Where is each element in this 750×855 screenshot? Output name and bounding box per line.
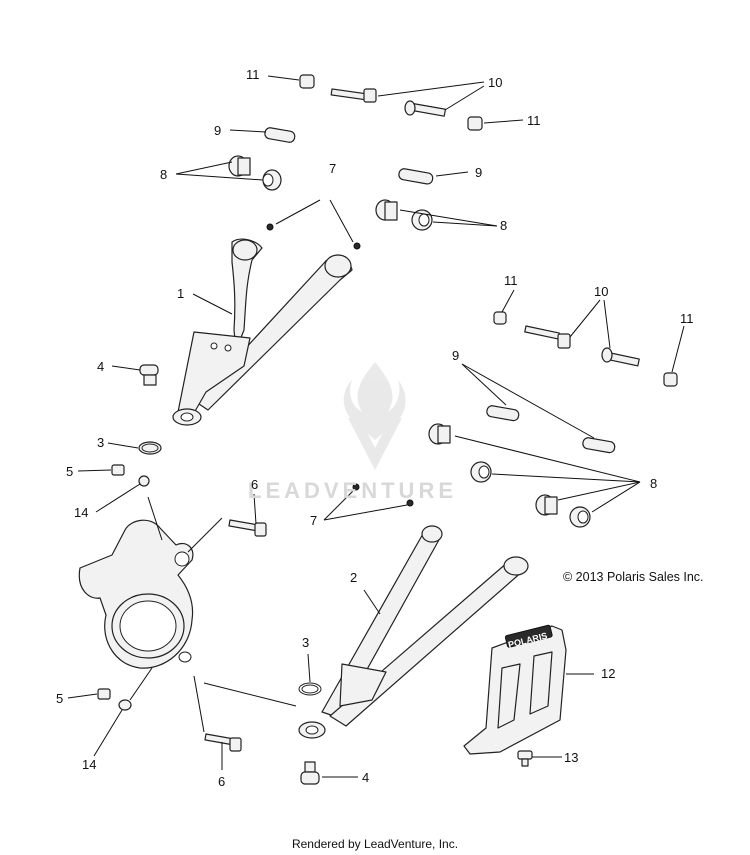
callout-13: 13 bbox=[564, 750, 579, 765]
callout-9: 9 bbox=[214, 123, 222, 138]
lower-a-arm-2 bbox=[298, 525, 529, 739]
bolt-10-mid-a bbox=[524, 325, 571, 349]
nut-11-mid-right bbox=[663, 372, 678, 387]
bolt-10-upper-b bbox=[404, 100, 447, 117]
callout-10: 10 bbox=[488, 75, 503, 90]
callout-9: 9 bbox=[475, 165, 483, 180]
callout-11: 11 bbox=[246, 67, 260, 82]
bushing-8-lower-b bbox=[470, 461, 492, 483]
callout-5: 5 bbox=[66, 464, 74, 479]
callout-5: 5 bbox=[56, 691, 64, 706]
nut-11-mid-left bbox=[493, 311, 507, 325]
callout-11: 11 bbox=[504, 273, 518, 288]
callout-6: 6 bbox=[251, 477, 259, 492]
bushing-8-lower-a bbox=[428, 423, 451, 445]
callout-7: 7 bbox=[329, 161, 337, 176]
callout-1: 1 bbox=[177, 286, 185, 301]
bolt-10-upper-a bbox=[330, 88, 377, 103]
bolt-10-mid-b bbox=[601, 347, 640, 367]
callout-6: 6 bbox=[218, 774, 226, 789]
sleeve-9-lower-a bbox=[486, 405, 520, 422]
callout-8: 8 bbox=[650, 476, 658, 491]
upper-a-arm-1 bbox=[172, 238, 353, 426]
callout-3: 3 bbox=[302, 635, 310, 650]
sleeve-9-upper-left bbox=[264, 127, 296, 143]
callout-12: 12 bbox=[601, 666, 616, 681]
bushing-8-upper-a bbox=[228, 155, 251, 177]
grease-fitting-7-c bbox=[352, 483, 360, 491]
callout-4: 4 bbox=[97, 359, 105, 374]
washer-14-upper bbox=[138, 475, 150, 487]
bolt-6-upper bbox=[228, 519, 267, 537]
nut-5-lower bbox=[97, 688, 111, 700]
ball-joint-4-upper bbox=[139, 364, 159, 386]
grease-fitting-7-b bbox=[353, 242, 361, 250]
copyright-notice: © 2013 Polaris Sales Inc. bbox=[563, 570, 704, 584]
ring-3-lower bbox=[298, 682, 322, 696]
callout-9: 9 bbox=[452, 348, 460, 363]
ring-3-upper bbox=[138, 441, 162, 455]
callout-2: 2 bbox=[350, 570, 358, 585]
callout-8: 8 bbox=[500, 218, 508, 233]
callout-10: 10 bbox=[594, 284, 609, 299]
callout-14: 14 bbox=[82, 757, 97, 772]
callout-11: 11 bbox=[527, 113, 541, 128]
bushing-8-lower-c bbox=[535, 494, 558, 516]
bolt-6-lower bbox=[204, 733, 242, 752]
bolt-13 bbox=[517, 750, 533, 767]
nut-11-upper-left bbox=[299, 74, 315, 89]
grease-fitting-7-a bbox=[266, 223, 274, 231]
ball-joint-4-lower bbox=[300, 761, 320, 785]
bushing-8-lower-d bbox=[569, 506, 591, 528]
bushing-8-upper-d bbox=[411, 209, 433, 231]
callout-11: 11 bbox=[680, 311, 694, 326]
callout-14: 14 bbox=[74, 505, 89, 520]
watermark-logo bbox=[343, 362, 406, 470]
sleeve-9-lower-b bbox=[582, 437, 616, 454]
callout-8: 8 bbox=[160, 167, 168, 182]
callout-3: 3 bbox=[97, 435, 105, 450]
steering-knuckle bbox=[78, 519, 194, 669]
bushing-8-upper-c bbox=[375, 199, 398, 221]
nut-11-upper-right bbox=[467, 116, 483, 131]
a-arm-guard-12: POLARIS bbox=[463, 624, 567, 755]
bushing-8-upper-b bbox=[262, 169, 282, 191]
callout-7: 7 bbox=[310, 513, 318, 528]
washer-14-lower bbox=[118, 699, 132, 711]
grease-fitting-7-d bbox=[406, 499, 414, 507]
sleeve-9-upper-right bbox=[398, 168, 434, 185]
footer-credit: Rendered by LeadVenture, Inc. bbox=[291, 837, 459, 851]
callout-4: 4 bbox=[362, 770, 370, 785]
nut-5-upper bbox=[111, 464, 125, 476]
watermark-text: LEADVENTURE bbox=[248, 478, 458, 503]
